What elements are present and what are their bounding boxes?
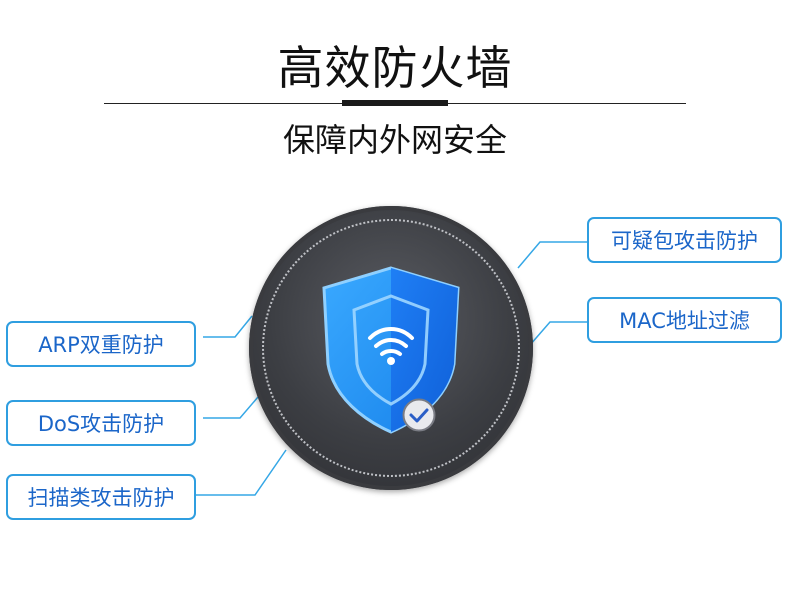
feature-suspicious-packet-protection: 可疑包攻击防护 [587, 217, 782, 263]
connector-scan [196, 449, 287, 496]
check-badge-icon [402, 398, 436, 432]
feature-mac-address-filter: MAC地址过滤 [587, 297, 782, 343]
shield-wifi-icon [322, 266, 460, 434]
feature-arp-protection: ARP双重防护 [6, 321, 196, 367]
connector-arp [203, 315, 253, 338]
page-subtitle: 保障内外网安全 [282, 121, 507, 159]
connector-mac-filter [529, 321, 588, 346]
connector-dos [203, 396, 259, 419]
feature-dos-protection: DoS攻击防护 [6, 400, 196, 446]
feature-scan-attack-protection: 扫描类攻击防护 [6, 474, 196, 520]
firewall-disk-ring [262, 219, 520, 477]
title-divider-accent [342, 100, 448, 106]
page-title: 高效防火墙 [277, 41, 513, 95]
connector-suspicious-packet [517, 241, 588, 269]
